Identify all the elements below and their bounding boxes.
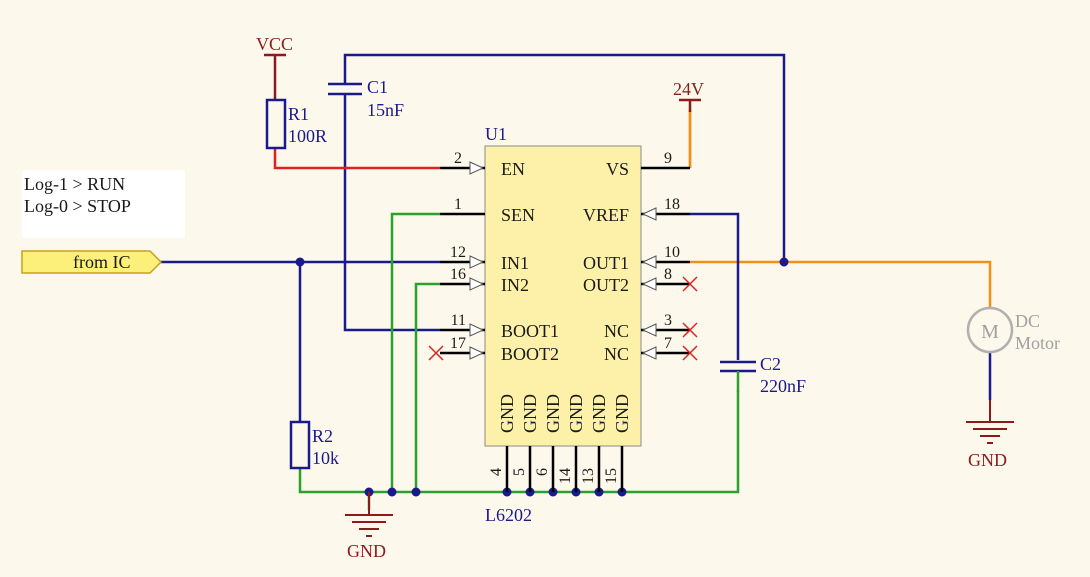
r1-ref: R1 — [288, 104, 309, 124]
ic-output-arrows — [641, 207, 657, 360]
c1-ref: C1 — [367, 77, 388, 97]
gnd-label-right: GND — [968, 450, 1007, 470]
pin-name-gnd-5: GND — [589, 394, 609, 433]
note-line1: Log-1 > RUN — [24, 174, 125, 194]
ic-gnd-pin-lines — [505, 446, 624, 492]
pin-name-vref: VREF — [583, 205, 629, 225]
motor-symbol: M — [981, 321, 999, 343]
pin-num-boot1: 11 — [451, 312, 466, 329]
r2-value: 10k — [312, 448, 339, 468]
pin-name-gnd-1: GND — [497, 394, 517, 433]
pin-name-boot2: BOOT2 — [501, 344, 559, 364]
dc-motor[interactable]: M DC Motor — [966, 306, 1060, 354]
pin-name-nc2: NC — [604, 344, 629, 364]
pin-num-boot2: 17 — [450, 335, 466, 352]
pin-num-nc1: 3 — [664, 312, 672, 329]
pin-num-vref: 18 — [664, 196, 680, 213]
pin-num-in1: 12 — [450, 244, 466, 261]
ic-part: L6202 — [485, 505, 532, 525]
no-connect-marks — [428, 276, 698, 361]
resistor-r1[interactable]: R1 100R — [265, 98, 327, 150]
motor-label-line2: Motor — [1015, 333, 1060, 353]
capacitor-c1[interactable]: C1 15nF — [328, 77, 404, 120]
pin-name-sen: SEN — [501, 205, 535, 225]
pin-name-vs: VS — [606, 159, 629, 179]
pin-num-gnd-4: 14 — [557, 468, 574, 484]
junction-dots — [295, 257, 789, 497]
port-label: from IC — [73, 252, 131, 272]
motor-label-line1: DC — [1015, 311, 1040, 331]
ic-u1[interactable]: U1 L6202 — [440, 124, 690, 525]
pin-name-nc1: NC — [604, 321, 629, 341]
net-vref — [690, 212, 740, 360]
port-from-ic[interactable]: from IC — [21, 250, 163, 274]
pin-name-gnd-6: GND — [612, 394, 632, 433]
note-box: Log-1 > RUN Log-0 > STOP — [22, 170, 185, 238]
pin-num-vs: 9 — [664, 150, 672, 167]
ic-ref: U1 — [485, 124, 507, 144]
pin-name-gnd-3: GND — [543, 394, 563, 433]
vcc-label: VCC — [256, 34, 293, 54]
pin-name-in1: IN1 — [501, 253, 529, 273]
r1-value: 100R — [288, 126, 327, 146]
c2-value: 220nF — [760, 376, 806, 396]
ic-input-arrows — [469, 161, 485, 360]
power-vcc: VCC — [256, 34, 293, 57]
net-en — [273, 148, 440, 170]
resistor-r2[interactable]: R2 10k — [289, 420, 339, 470]
pin-name-out2: OUT2 — [583, 275, 629, 295]
v24-label: 24V — [673, 79, 704, 99]
c1-value: 15nF — [367, 100, 404, 120]
capacitor-c2[interactable]: C2 220nF — [720, 354, 806, 396]
ground-symbol-right — [966, 400, 1014, 444]
pin-name-boot1: BOOT1 — [501, 321, 559, 341]
pin-num-gnd-3: 6 — [534, 468, 551, 476]
pin-num-gnd-2: 5 — [511, 468, 528, 476]
pin-num-gnd-1: 4 — [488, 468, 505, 476]
pin-name-en: EN — [501, 159, 525, 179]
pin-num-gnd-6: 15 — [603, 468, 620, 484]
net-out1-c1 — [343, 53, 786, 332]
gnd-label-left: GND — [347, 541, 386, 561]
ground-symbol-left — [345, 492, 393, 537]
pin-num-sen: 1 — [454, 196, 462, 213]
pin-num-in2: 16 — [450, 266, 466, 283]
pin-name-in2: IN2 — [501, 275, 529, 295]
pin-num-en: 2 — [454, 150, 462, 167]
pin-name-gnd-2: GND — [520, 394, 540, 433]
pin-name-gnd-4: GND — [566, 394, 586, 433]
pin-num-out1: 10 — [664, 244, 680, 261]
pin-num-nc2: 7 — [664, 335, 672, 352]
power-24v: 24V — [673, 79, 704, 112]
pin-num-out2: 8 — [664, 266, 672, 283]
c2-ref: C2 — [760, 354, 781, 374]
pin-num-gnd-5: 13 — [580, 468, 597, 484]
net-out1-motor — [690, 260, 992, 308]
pin-name-out1: OUT1 — [583, 253, 629, 273]
r2-ref: R2 — [312, 426, 333, 446]
note-line2: Log-0 > STOP — [24, 196, 131, 216]
